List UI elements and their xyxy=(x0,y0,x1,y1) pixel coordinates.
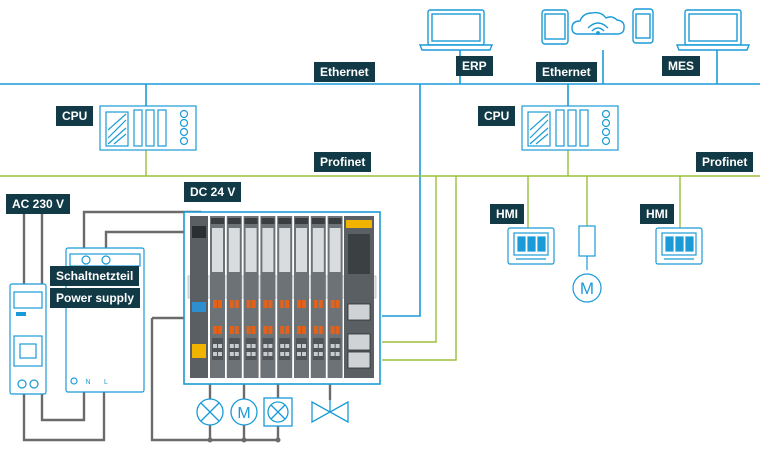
junction-dots xyxy=(207,437,281,443)
hmi-right-device xyxy=(655,227,703,265)
dc-24v-label: DC 24 V xyxy=(184,182,242,202)
lamp-device xyxy=(196,398,224,426)
ac-230v-label: AC 230 V xyxy=(6,194,71,214)
cpu-right-label: CPU xyxy=(478,106,516,126)
power-supply-label: Power supply xyxy=(50,288,141,308)
erp-label: ERP xyxy=(456,56,493,76)
mes-label: MES xyxy=(662,56,701,76)
profinet-label-center: Profinet xyxy=(314,152,372,172)
motor-device: M xyxy=(230,398,258,426)
ethernet-label-left: Ethernet xyxy=(314,62,375,82)
erp-laptop-icon xyxy=(418,9,494,51)
profinet-bus xyxy=(0,150,760,361)
remote-io-station xyxy=(183,211,381,385)
ethernet-bus xyxy=(0,50,760,317)
cpu-left-device xyxy=(99,105,197,151)
cloud-devices-icon xyxy=(541,8,654,45)
cpu-left-label: CPU xyxy=(56,106,94,126)
motor-m-label: M xyxy=(580,279,594,298)
io-module-group xyxy=(210,216,343,378)
psu-l-label: L xyxy=(104,379,108,386)
profinet-label-right: Profinet xyxy=(696,152,754,172)
hmi-left-label: HMI xyxy=(490,204,524,224)
ethernet-label-right: Ethernet xyxy=(536,62,597,82)
valve-device xyxy=(311,400,349,424)
mes-laptop-icon xyxy=(675,9,751,51)
hmi-left-device xyxy=(507,227,555,265)
circuit-breaker-device xyxy=(9,283,47,395)
hmi-right-label: HMI xyxy=(640,204,674,224)
drive-motor-device: M xyxy=(572,225,602,303)
fan-device xyxy=(263,397,293,427)
field-motor-m-label: M xyxy=(237,405,250,422)
psu-n-label: N xyxy=(85,379,90,386)
cpu-right-device xyxy=(521,105,619,151)
schaltnetzteil-label: Schaltnetzteil xyxy=(50,266,140,286)
